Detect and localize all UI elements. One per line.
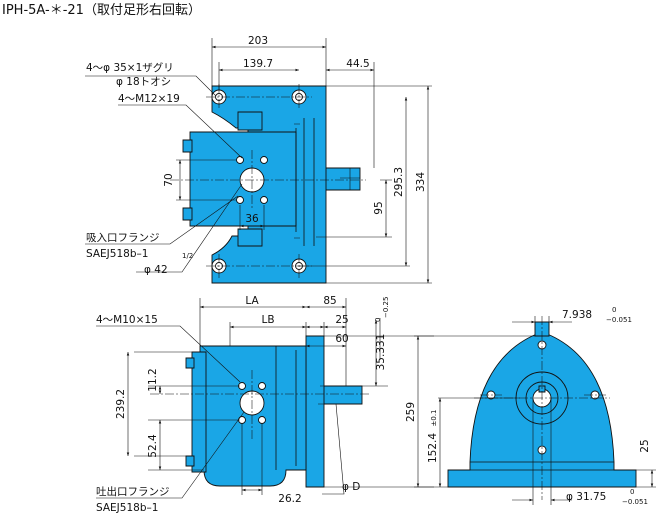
dim-295-3: 295.3 [393, 167, 405, 197]
dim-LA: LA [245, 295, 259, 307]
side-view: LA 85 LB 25 60 4～M10×15 35.331 0 −0.25 1… [96, 295, 434, 514]
dim-35-331: 35.331 [375, 334, 387, 371]
side-view-plate [305, 335, 325, 488]
dim-44-5: 44.5 [346, 58, 369, 70]
tol-35-331-lower: −0.25 [382, 297, 390, 318]
thread-note-side: 4～M10×15 [96, 314, 158, 326]
tol-7-938-upper: 0 [612, 306, 616, 314]
dim-334: 334 [415, 172, 427, 192]
dim-7-938: 7.938 [562, 309, 592, 321]
tol-7-938-lower: −0.051 [606, 316, 632, 324]
dim-11-2: 11.2 [147, 368, 159, 391]
drawing-title: IPH-5A-＊-21（取付足形右回転） [2, 3, 201, 18]
dim-85: 85 [323, 295, 336, 307]
thread-note-top: 4～M12×19 [118, 93, 180, 105]
dim-70: 70 [163, 173, 175, 186]
dim-LB: LB [261, 314, 274, 326]
tol-31-75-lower: −0.051 [622, 498, 648, 506]
discharge-flange-label: 吐出口フランジ [96, 485, 170, 498]
dim-203: 203 [248, 35, 268, 47]
dim-31-75: φ 31.75 [566, 491, 606, 503]
suction-flange-label: 吸入口フランジ [86, 232, 160, 244]
tol-152-4: ±0.1 [430, 410, 438, 427]
suction-flange-spec: SAEJ518b–1 [86, 248, 148, 260]
dim-52-4: 52.4 [147, 434, 159, 458]
tol-35-331-upper: 0 [374, 318, 382, 322]
dia-42: φ 42 [144, 264, 168, 276]
dim-259: 259 [405, 402, 417, 422]
suction-flange-frac: 1/2 [182, 252, 193, 260]
side-view-flange [191, 351, 207, 473]
dim-60: 60 [335, 333, 348, 345]
mount-hole-note: 4～φ 35×1ザグリ [86, 61, 174, 74]
dim-95: 95 [373, 201, 385, 214]
front-view: 7.938 0 −0.051 259 152.4 ±0.1 25 φ 31.75… [405, 306, 656, 506]
dim-36: 36 [245, 213, 259, 225]
top-view: 203 139.7 44.5 4～φ 35×1ザグリ φ 18トオシ 4～M12… [85, 35, 432, 284]
mount-hole-note-2: φ 18トオシ [116, 76, 171, 88]
dim-25-side: 25 [335, 314, 348, 326]
dim-239-2: 239.2 [115, 389, 127, 419]
dia-D: φ D [342, 481, 360, 493]
dim-139-7: 139.7 [243, 58, 273, 70]
dim-26-2: 26.2 [278, 493, 301, 505]
tol-31-75-upper: 0 [630, 488, 634, 496]
dim-152-4: 152.4 [427, 433, 439, 463]
dim-25-front: 25 [639, 439, 651, 452]
side-view-body [199, 345, 307, 487]
discharge-flange-spec: SAEJ518b–1 [96, 502, 158, 514]
